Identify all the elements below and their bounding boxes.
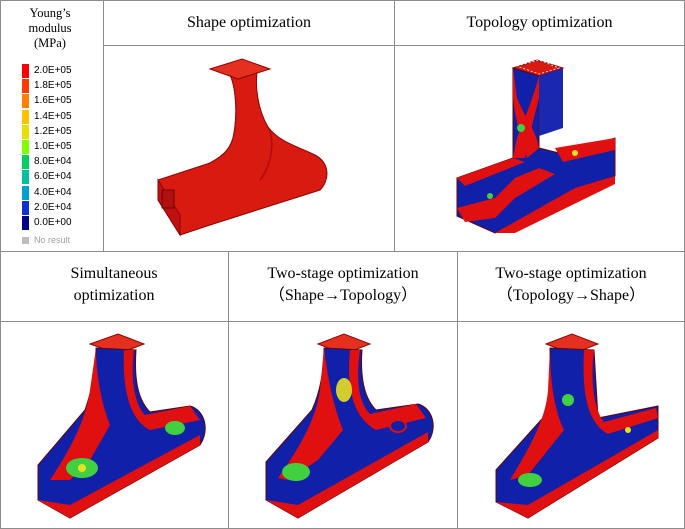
legend-row: 1.2E+05	[22, 124, 72, 139]
two-stage-shape-topology-model	[265, 333, 434, 519]
no-result-swatch	[22, 236, 29, 244]
legend-row: 2.0E+05	[22, 64, 72, 78]
legend-no-result: No result	[22, 233, 70, 247]
legend-tick-label: 0.0E+00	[34, 217, 72, 228]
legend-tick-label: 1.6E+05	[34, 95, 72, 107]
two-stage-ts-line1: Two-stage optimization	[495, 265, 647, 282]
divider-col-row2-a	[228, 251, 229, 529]
two-stage-topology-shape-title: Two-stage optimization （Topology→Shape）	[458, 263, 684, 307]
shape-optimization-title: Shape optimization	[187, 14, 311, 31]
legend-row: 1.8E+05	[22, 79, 72, 94]
no-result-label: No result	[34, 235, 71, 245]
legend-tick-label: 1.0E+05	[34, 141, 72, 152]
simultaneous-optimization-title: Simultaneous optimization	[0, 263, 228, 307]
topology-optimization-title: Topology optimization	[466, 14, 613, 31]
divider-col-legend	[103, 0, 104, 251]
legend-swatch	[22, 64, 29, 78]
two-stage-ts-line2: （Topology→Shape）	[496, 287, 646, 304]
divider-col-row2-b	[457, 251, 458, 529]
legend-row: 6.0E+04	[22, 170, 72, 185]
legend-swatch	[22, 140, 29, 154]
legend-row: 1.6E+05	[22, 94, 72, 109]
legend-swatch	[22, 155, 29, 170]
divider-row2-header	[0, 321, 685, 322]
legend-title-line3: (MPa)	[34, 36, 66, 50]
two-stage-st-line1: Two-stage optimization	[267, 265, 419, 282]
two-stage-st-line2: （Shape→Topology）	[268, 287, 418, 304]
shape-optimization-model	[157, 58, 328, 237]
legend-row: 1.4E+05	[22, 109, 72, 124]
legend-swatch	[22, 216, 29, 230]
legend-row: 8.0E+04	[22, 155, 72, 170]
legend-tick-label: 2.0E+05	[34, 65, 72, 76]
divider-col-row1	[394, 0, 395, 251]
frame-left	[0, 0, 1, 529]
simultaneous-title-line2: optimization	[73, 287, 155, 304]
legend-tick-label: 1.2E+05	[34, 125, 72, 137]
legend-swatch	[22, 94, 29, 109]
legend-tick-label: 1.8E+05	[34, 80, 72, 92]
legend-swatch	[22, 124, 29, 139]
legend-tick-label: 4.0E+04	[34, 186, 72, 198]
legend-tick-label: 8.0E+04	[34, 156, 72, 168]
legend-tick-label: 1.4E+05	[34, 110, 72, 122]
legend-swatch	[22, 170, 29, 185]
legend-title-line2: modulus	[28, 21, 72, 35]
legend-row: 4.0E+04	[22, 185, 72, 200]
legend-swatch	[22, 185, 29, 200]
legend-row: 2.0E+04	[22, 200, 72, 215]
legend-row: 1.0E+05	[22, 140, 72, 154]
legend-tick-label: 2.0E+04	[34, 201, 72, 213]
frame-top	[0, 0, 685, 1]
simultaneous-optimization-model	[37, 333, 206, 519]
legend-title-line1: Young’s	[29, 6, 71, 20]
two-stage-topology-shape-model	[495, 333, 659, 519]
legend-row: 0.0E+00	[22, 216, 72, 230]
legend-swatch	[22, 109, 29, 124]
divider-row-middle	[0, 251, 685, 252]
two-stage-shape-topology-title: Two-stage optimization （Shape→Topology）	[229, 263, 457, 307]
legend-swatch	[22, 200, 29, 215]
simultaneous-title-line1: Simultaneous	[70, 265, 158, 282]
legend-swatch	[22, 79, 29, 94]
legend-title: Young’s modulus (MPa)	[4, 6, 96, 51]
legend-tick-label: 6.0E+04	[34, 171, 72, 183]
topology-optimization-model	[456, 59, 616, 234]
